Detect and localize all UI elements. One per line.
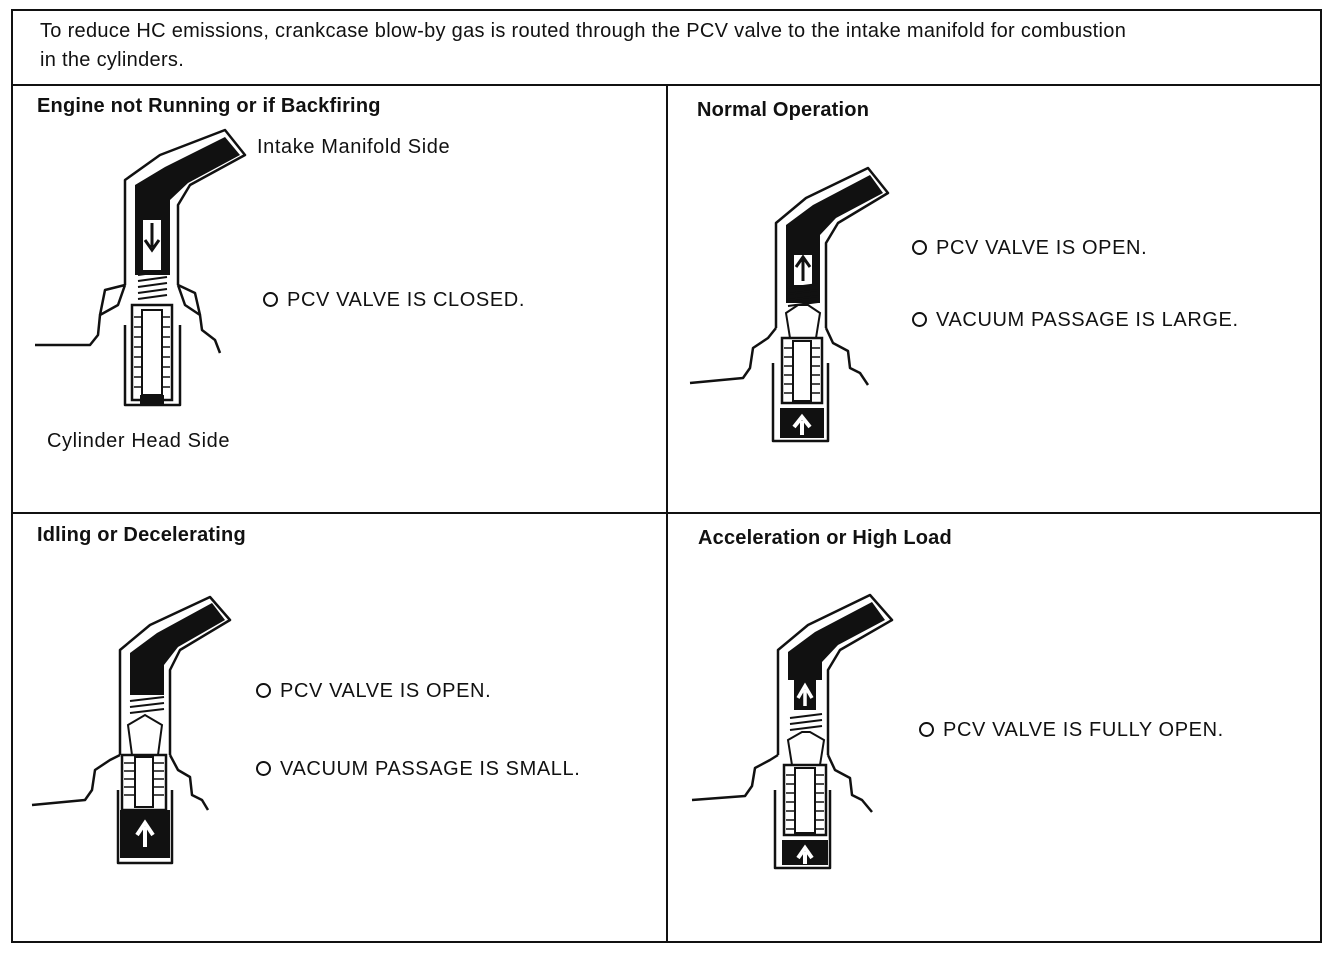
- bullet-circle-icon: [919, 722, 934, 737]
- status-bullet: PCV VALVE IS OPEN.: [912, 237, 1147, 260]
- pcv-valve-idling-illustration: [31, 595, 232, 865]
- status-bullet: VACUUM PASSAGE IS SMALL.: [256, 758, 580, 781]
- panel-title: Idling or Decelerating: [37, 524, 246, 546]
- intake-manifold-side-label: Intake Manifold Side: [257, 136, 451, 158]
- pcv-valve-closed-illustration: [35, 128, 247, 407]
- panel-title: Acceleration or High Load: [698, 527, 952, 549]
- status-bullet: PCV VALVE IS OPEN.: [256, 680, 491, 703]
- status-text: VACUUM PASSAGE IS SMALL.: [280, 758, 581, 780]
- panel-title: Normal Operation: [697, 99, 870, 121]
- bullet-circle-icon: [263, 292, 278, 307]
- status-text: PCV VALVE IS OPEN.: [280, 680, 492, 702]
- cylinder-head-side-label: Cylinder Head Side: [47, 430, 231, 452]
- bullet-circle-icon: [256, 683, 271, 698]
- status-text: VACUUM PASSAGE IS LARGE.: [936, 309, 1239, 331]
- panel-divider-horizontal: [11, 512, 1322, 514]
- intro-box: To reduce HC emissions, crankcase blow-b…: [11, 9, 1322, 86]
- pcv-valve-full-open-illustration: [691, 593, 894, 870]
- status-bullet: VACUUM PASSAGE IS LARGE.: [912, 309, 1239, 332]
- pcv-valve-normal-illustration: [689, 166, 890, 443]
- status-text: PCV VALVE IS OPEN.: [936, 237, 1148, 259]
- intro-text: To reduce HC emissions, crankcase blow-b…: [40, 20, 1127, 71]
- panel-divider-vertical: [666, 86, 668, 943]
- panel-title: Engine not Running or if Backfiring: [37, 95, 381, 117]
- bullet-circle-icon: [912, 312, 927, 327]
- bullet-circle-icon: [912, 240, 927, 255]
- bullet-circle-icon: [256, 761, 271, 776]
- status-text: PCV VALVE IS FULLY OPEN.: [943, 719, 1224, 741]
- status-text: PCV VALVE IS CLOSED.: [287, 289, 526, 311]
- status-bullet: PCV VALVE IS FULLY OPEN.: [919, 719, 1224, 742]
- status-bullet: PCV VALVE IS CLOSED.: [263, 289, 525, 312]
